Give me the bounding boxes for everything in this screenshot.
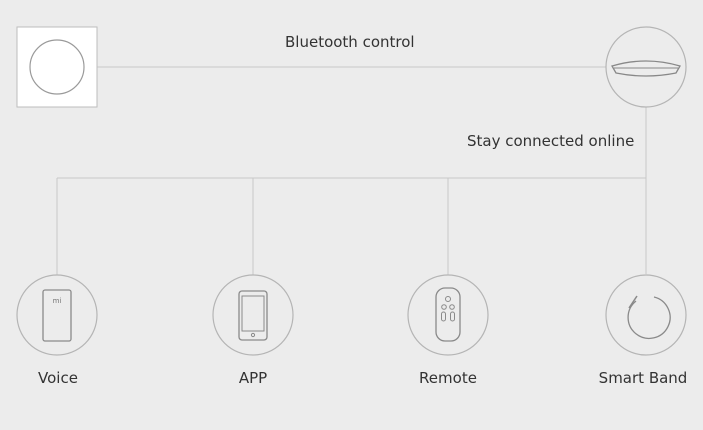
smartphone-icon	[212, 274, 294, 356]
device-label-voice: Voice	[38, 369, 78, 387]
stay-connected-label: Stay connected online	[467, 132, 635, 150]
remote-control-icon	[407, 274, 489, 356]
mi-speaker-icon: mi	[16, 274, 98, 356]
device-label-smart-band: Smart Band	[598, 369, 688, 387]
connector-lines	[56, 66, 647, 276]
wall-switch-icon	[16, 26, 98, 108]
mi-badge-text: mi	[53, 297, 62, 305]
bluetooth-control-label: Bluetooth control	[285, 33, 415, 51]
device-label-app: APP	[238, 369, 268, 387]
smart-band-icon	[605, 274, 687, 356]
ceiling-light-icon	[605, 26, 687, 108]
device-label-remote: Remote	[419, 369, 477, 387]
